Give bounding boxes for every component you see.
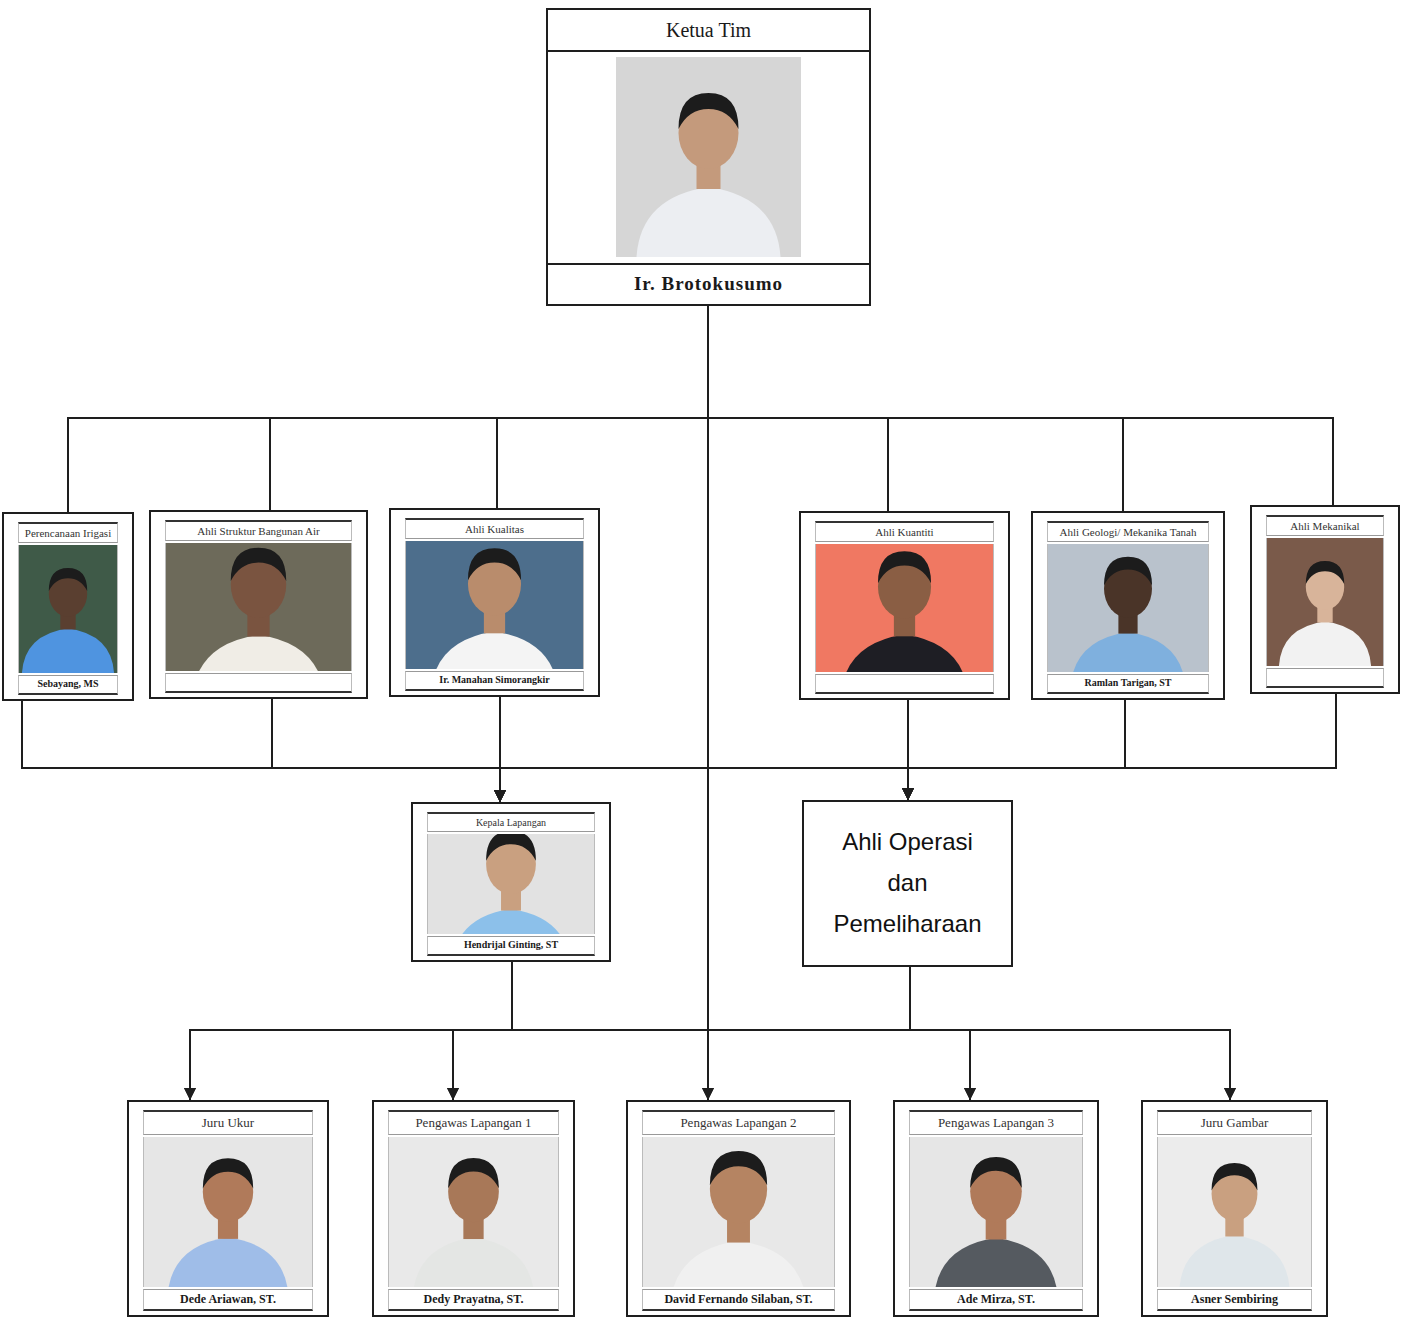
org-connector xyxy=(22,701,500,802)
portrait-figure xyxy=(428,834,594,934)
portrait-figure xyxy=(389,1137,558,1287)
portrait-figure xyxy=(1048,544,1208,672)
person-name: Sebayang, MS xyxy=(18,675,118,695)
person-card: Ahli KualitasIr. Manahan Simorangkir xyxy=(389,508,600,697)
person-name: Asner Sembiring xyxy=(1157,1289,1312,1311)
name-band xyxy=(165,673,352,693)
position-title: Juru Ukur xyxy=(143,1110,313,1135)
name-band xyxy=(815,674,994,694)
person-name: Ir. Brotokusumo xyxy=(548,263,869,304)
person-name: David Fernando Silaban, ST. xyxy=(642,1289,835,1311)
portrait-photo xyxy=(1157,1137,1312,1287)
position-title: Ahli Kuantiti xyxy=(815,521,994,542)
org-connector xyxy=(68,306,708,512)
portrait-photo xyxy=(388,1137,559,1287)
person-name: Hendrijal Ginting, ST xyxy=(427,936,595,956)
portrait-photo xyxy=(1266,538,1384,666)
org-connector xyxy=(500,694,1336,802)
person-card: Juru UkurDede Ariawan, ST. xyxy=(127,1100,329,1317)
portrait-figure xyxy=(910,1137,1082,1287)
portrait-figure xyxy=(406,541,583,669)
portrait-photo xyxy=(909,1137,1083,1287)
person-name: Dedy Prayatna, ST. xyxy=(388,1289,559,1311)
position-title: Ahli Geologi/ Mekanika Tanah xyxy=(1047,521,1209,542)
org-connector xyxy=(908,694,1336,800)
portrait-figure xyxy=(1267,538,1383,666)
name-band xyxy=(1266,668,1384,688)
position-title: Pengawas Lapangan 2 xyxy=(642,1110,835,1135)
portrait-photo xyxy=(427,834,595,934)
position-title: Kepala Lapangan xyxy=(427,812,595,832)
portrait-figure xyxy=(643,1137,834,1287)
person-card: Ahli Kuantiti xyxy=(799,511,1010,700)
org-connector xyxy=(500,700,908,802)
person-name: Ade Mirza, ST. xyxy=(909,1289,1083,1311)
person-card: Pengawas Lapangan 1 Dedy Prayatna, ST. xyxy=(372,1100,575,1317)
portrait-photo xyxy=(143,1137,313,1287)
org-connector xyxy=(22,701,908,800)
org-connector xyxy=(910,967,970,1100)
person-card: Ahli Geologi/ Mekanika TanahRamlan Tarig… xyxy=(1031,511,1225,700)
org-connector xyxy=(500,697,908,800)
person-card: Perencanaan IrigasiSebayang, MS xyxy=(2,512,134,701)
portrait-photo xyxy=(405,541,584,669)
portrait-photo xyxy=(815,544,994,672)
person-card: Pengawas Lapangan 3 Ade Mirza, ST. xyxy=(893,1100,1099,1317)
person-card: Juru GambarAsner Sembiring xyxy=(1141,1100,1328,1317)
position-title: Ketua Tim xyxy=(548,10,869,52)
position-title: Ahli Struktur Bangunan Air xyxy=(165,520,352,541)
org-connector xyxy=(270,306,708,510)
portrait-photo xyxy=(1047,544,1209,672)
portrait-figure xyxy=(19,545,117,673)
person-name: Dede Ariawan, ST. xyxy=(143,1289,313,1311)
org-connector xyxy=(190,967,910,1100)
person-name: Ir. Manahan Simorangkir xyxy=(405,671,584,691)
person-name: Ramlan Tarigan, ST xyxy=(1047,674,1209,694)
portrait-figure xyxy=(616,57,801,257)
position-title: Ahli Kualitas xyxy=(405,518,584,539)
position-title: Juru Gambar xyxy=(1157,1110,1312,1135)
org-connector xyxy=(908,700,1125,800)
org-connector xyxy=(708,967,910,1100)
org-connector xyxy=(910,967,1230,1100)
portrait-figure xyxy=(816,544,993,672)
portrait-photo xyxy=(642,1137,835,1287)
person-card: Pengawas Lapangan 2 David Fernando Silaba… xyxy=(626,1100,851,1317)
portrait-figure xyxy=(166,543,351,671)
position-title: Ahli Mekanikal xyxy=(1266,515,1384,536)
org-connector xyxy=(497,306,708,508)
position-title: Pengawas Lapangan 3 xyxy=(909,1110,1083,1135)
org-connector xyxy=(453,967,910,1100)
portrait-photo xyxy=(18,545,118,673)
position-title: Perencanaan Irigasi xyxy=(18,522,118,543)
portrait-photo xyxy=(616,57,801,257)
person-card: Ahli Struktur Bangunan Air xyxy=(149,510,368,699)
portrait-figure xyxy=(144,1137,312,1287)
portrait-photo xyxy=(165,543,352,671)
org-connector xyxy=(708,306,1123,511)
person-card: Kepala LapanganHendrijal Ginting, ST xyxy=(411,802,611,962)
org-connector xyxy=(708,306,888,511)
org-connector xyxy=(707,306,709,1100)
org-connector xyxy=(272,699,908,800)
position-title: Pengawas Lapangan 1 xyxy=(388,1110,559,1135)
person-card: Ketua TimIr. Brotokusumo xyxy=(546,8,871,306)
person-card: Ahli Mekanikal xyxy=(1250,505,1400,694)
org-connector xyxy=(708,306,1333,505)
org-connector xyxy=(272,699,500,802)
portrait-figure xyxy=(1158,1137,1311,1287)
role-title: Ahli Operasi dan Pemeliharaan xyxy=(833,822,981,944)
org-connector xyxy=(500,700,1125,802)
role-box: Ahli Operasi dan Pemeliharaan xyxy=(802,800,1013,967)
